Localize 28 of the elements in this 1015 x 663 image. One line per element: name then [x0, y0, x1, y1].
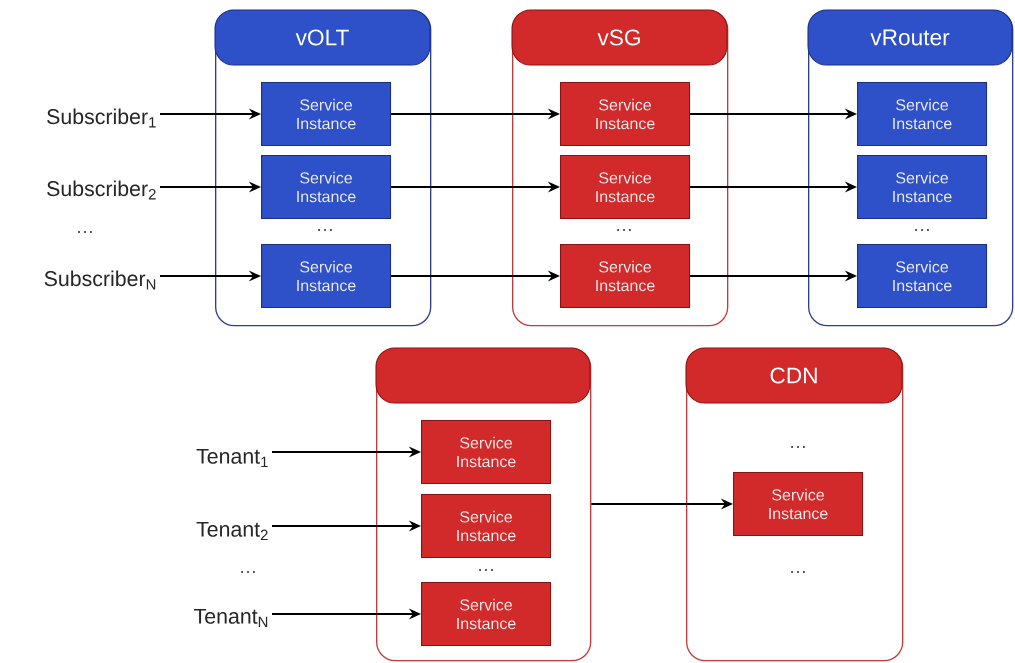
- ellipsis: …: [915, 229, 929, 231]
- ellipsis: …: [479, 569, 493, 571]
- service-instance-box: Service Instance: [857, 82, 988, 147]
- service-instance-box: Service Instance: [560, 244, 691, 309]
- endpoint-label: Subscriber$_{2}$: [47, 180, 156, 200]
- service-instance-box: Service Instance: [857, 244, 988, 309]
- ellipsis: …: [78, 231, 92, 233]
- service-instance-box: Service Instance: [261, 155, 392, 220]
- service-instance-box: Service Instance: [560, 82, 691, 147]
- service-instance-box: Service Instance: [261, 244, 392, 309]
- endpoint-label: Tenant$_{N}$: [194, 608, 268, 628]
- endpoint-label: Subscriber$_{N}$: [44, 270, 156, 290]
- service-instance-box: Service Instance: [733, 472, 864, 537]
- endpoint-label: Tenant$_{1}$: [196, 448, 268, 468]
- service-instance-box: Service Instance: [857, 155, 988, 220]
- ellipsis: …: [791, 571, 805, 573]
- service-instance-box: Service Instance: [261, 82, 392, 147]
- endpoint-label: Tenant$_{2}$: [196, 521, 268, 541]
- service-instance-box: Service Instance: [421, 494, 552, 559]
- service-container: [375, 347, 592, 662]
- endpoint-label: Subscriber$_{1}$: [47, 108, 156, 128]
- service-instance-box: Service Instance: [560, 155, 691, 220]
- service-instance-box: Service Instance: [421, 420, 552, 485]
- ellipsis: …: [241, 571, 255, 573]
- ellipsis: …: [318, 229, 332, 231]
- ellipsis: …: [791, 446, 805, 448]
- service-instance-box: Service Instance: [421, 582, 552, 647]
- ellipsis: …: [617, 229, 631, 231]
